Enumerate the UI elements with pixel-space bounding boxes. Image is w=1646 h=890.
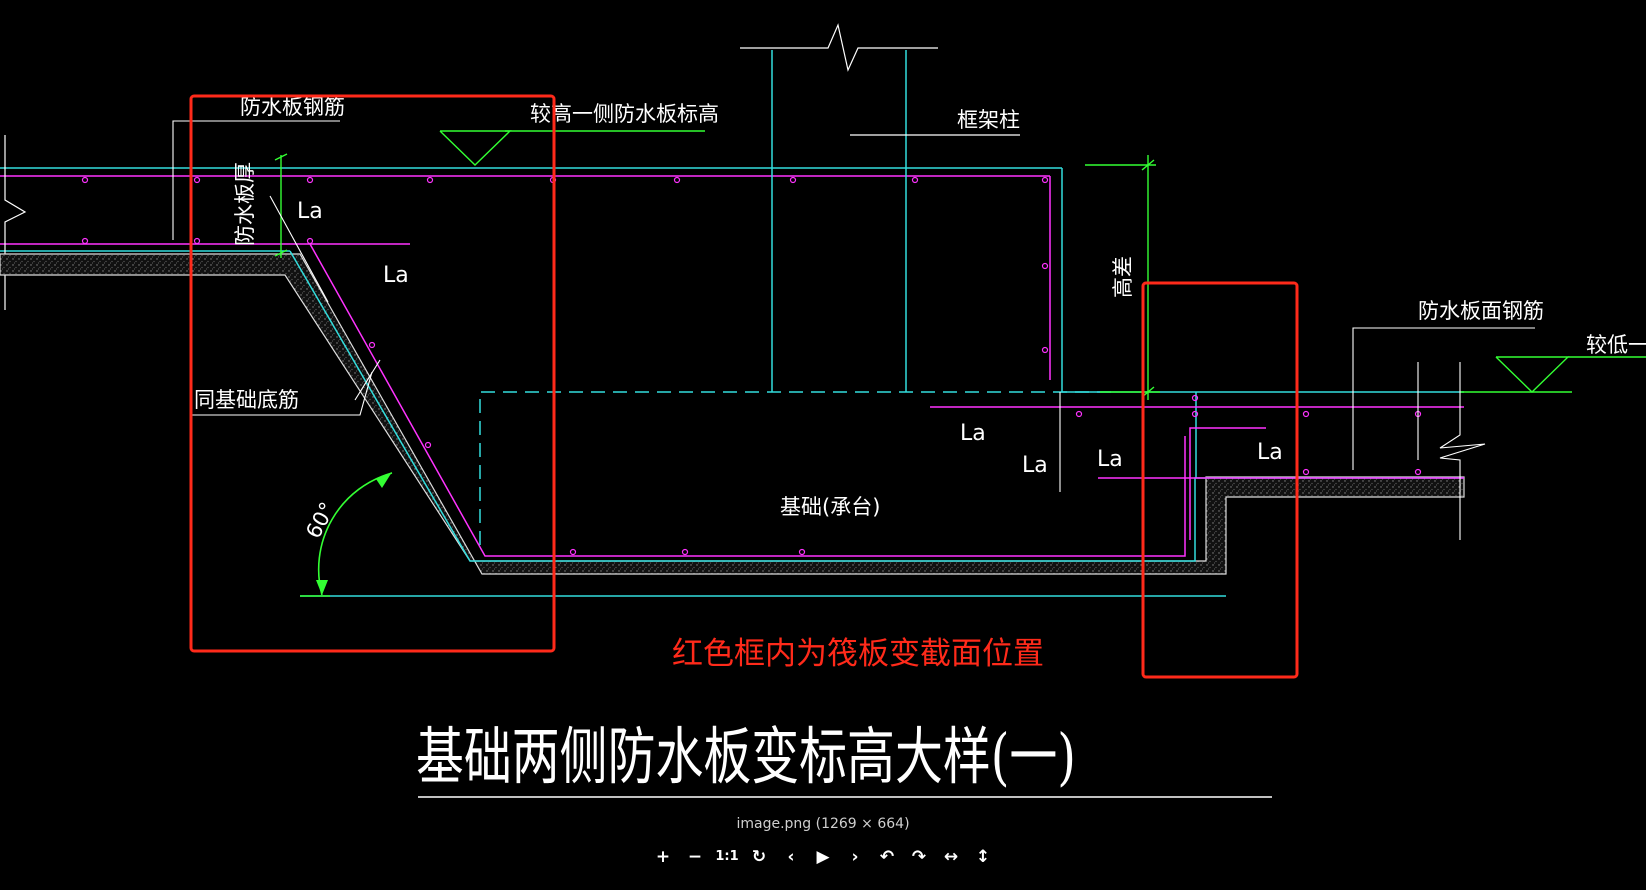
elevation-marker-low bbox=[1460, 356, 1646, 393]
angle-arrow-bottom bbox=[316, 580, 328, 595]
label-higher-side-elevation: 较高一侧防水板标高 bbox=[530, 102, 719, 126]
label-lower-side: 较低一侧 bbox=[1586, 333, 1646, 357]
foundation-outline bbox=[289, 168, 1464, 597]
la-label: La bbox=[1097, 447, 1123, 472]
angle-arrow-top bbox=[376, 472, 392, 488]
leader-lines bbox=[172, 120, 1535, 540]
reset-button[interactable]: ↻ bbox=[751, 847, 767, 867]
viewer-controls: +−1:1 ↻ ‹ ▶ › ↶ ↷ ↔ ↕ bbox=[0, 846, 1646, 868]
la-label: La bbox=[1257, 440, 1283, 465]
label-same-as-base-rebar: 同基础底筋 bbox=[194, 388, 299, 412]
highlight-box-left bbox=[189, 94, 556, 653]
elevation-marker-high bbox=[439, 130, 705, 166]
red-annotation: 红色框内为筏板变截面位置 bbox=[672, 636, 1044, 672]
zoom-in-button[interactable]: + bbox=[655, 847, 671, 867]
rotate-right-button[interactable]: ↷ bbox=[911, 847, 927, 867]
label-frame-column: 框架柱 bbox=[957, 108, 1020, 132]
la-label: La bbox=[960, 421, 986, 446]
la-label: La bbox=[383, 263, 409, 288]
frame-column bbox=[740, 23, 1020, 392]
label-waterproof-thickness: 防水板厚 bbox=[233, 162, 257, 246]
flip-vertical-button[interactable]: ↕ bbox=[975, 847, 991, 867]
label-foundation-cap: 基础(承台) bbox=[780, 495, 880, 519]
rotate-left-button[interactable]: ↶ bbox=[879, 847, 895, 867]
label-waterproof-top-rebar: 防水板面钢筋 bbox=[1418, 299, 1544, 323]
image-viewer-bar: image.png (1269 × 664) +−1:1 ↻ ‹ ▶ › ↶ ↷ ↔ ↕ bbox=[0, 806, 1646, 890]
drawing-title: 基础两侧防水板变标高大样(一) bbox=[416, 720, 1076, 793]
rebar-lines bbox=[81, 176, 1464, 557]
zoom-out-button[interactable]: − bbox=[687, 847, 703, 867]
play-button[interactable]: ▶ bbox=[816, 847, 830, 867]
next-button[interactable]: › bbox=[851, 847, 859, 867]
dimension-lines bbox=[274, 153, 1160, 597]
label-angle: 60° bbox=[301, 498, 340, 542]
flip-horizontal-button[interactable]: ↔ bbox=[943, 847, 959, 867]
label-waterproof-rebar-left: 防水板钢筋 bbox=[240, 95, 345, 119]
left-waterproof-slab bbox=[0, 135, 1062, 310]
la-label: La bbox=[1022, 453, 1048, 478]
label-height-diff: 高差 bbox=[1111, 256, 1135, 298]
file-info: image.png (1269 × 664) bbox=[736, 816, 910, 832]
la-label: La bbox=[297, 199, 323, 224]
cushion-layer bbox=[0, 253, 1465, 575]
highlight-box-right bbox=[1141, 281, 1299, 679]
actual-size-button[interactable]: 1:1 bbox=[715, 849, 739, 864]
prev-button[interactable]: ‹ bbox=[787, 847, 795, 867]
